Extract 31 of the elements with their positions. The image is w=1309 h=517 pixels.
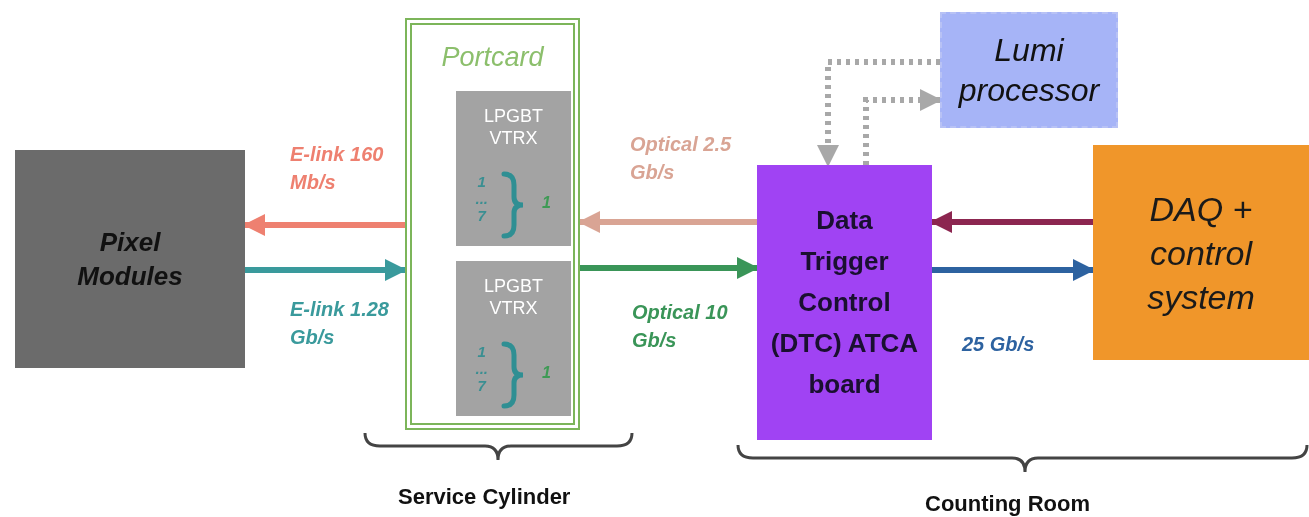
- group-label: Service Cylinder: [398, 483, 571, 511]
- chip-label: LPGBT VTRX: [483, 105, 544, 149]
- node-label: Data Trigger Control (DTC) ATCA board: [769, 204, 920, 401]
- arrow: [932, 259, 1095, 281]
- node-label: DAQ + control system: [1146, 188, 1256, 318]
- group-label: Counting Room: [925, 490, 1090, 517]
- edge-label: Optical 10 Gb/s: [632, 300, 729, 353]
- edge-label: E-link 1.28 Gb/s: [290, 297, 390, 350]
- arrow: [578, 211, 757, 233]
- processor-box: [940, 12, 1118, 128]
- system-box: [1093, 145, 1309, 360]
- channel-range: 1 ... 7: [474, 173, 489, 224]
- card-title: Portcard: [440, 41, 545, 74]
- node-label: Lumi processor: [957, 31, 1101, 110]
- portcard-box: [405, 18, 580, 430]
- channel-range: 1 ... 7: [474, 343, 489, 394]
- arrow: [580, 257, 759, 279]
- chip-box: [456, 261, 571, 416]
- board-box: [757, 165, 932, 440]
- chip-box: [456, 91, 571, 246]
- edge-label: Optical 2.5 Gb/s: [630, 132, 733, 185]
- node-label: Pixel Modules: [76, 226, 184, 293]
- chip-label: LPGBT VTRX: [483, 275, 544, 319]
- channel-count: 1: [542, 193, 551, 213]
- arrow: [245, 259, 407, 281]
- arrow: [863, 89, 942, 165]
- channel-count: 1: [542, 363, 551, 383]
- edge-label: E-link 160 Mb/s: [290, 142, 385, 195]
- edge-label: 25 Gb/s: [962, 332, 1036, 357]
- arrow: [817, 59, 940, 167]
- module-box: [15, 150, 245, 368]
